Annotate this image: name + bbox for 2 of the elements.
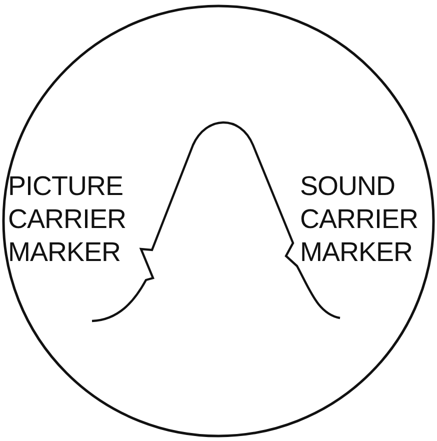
marker-label: SOUND CARRIER MARKER xyxy=(300,170,420,269)
marker-label: PICTURE CARRIER MARKER xyxy=(8,170,128,269)
